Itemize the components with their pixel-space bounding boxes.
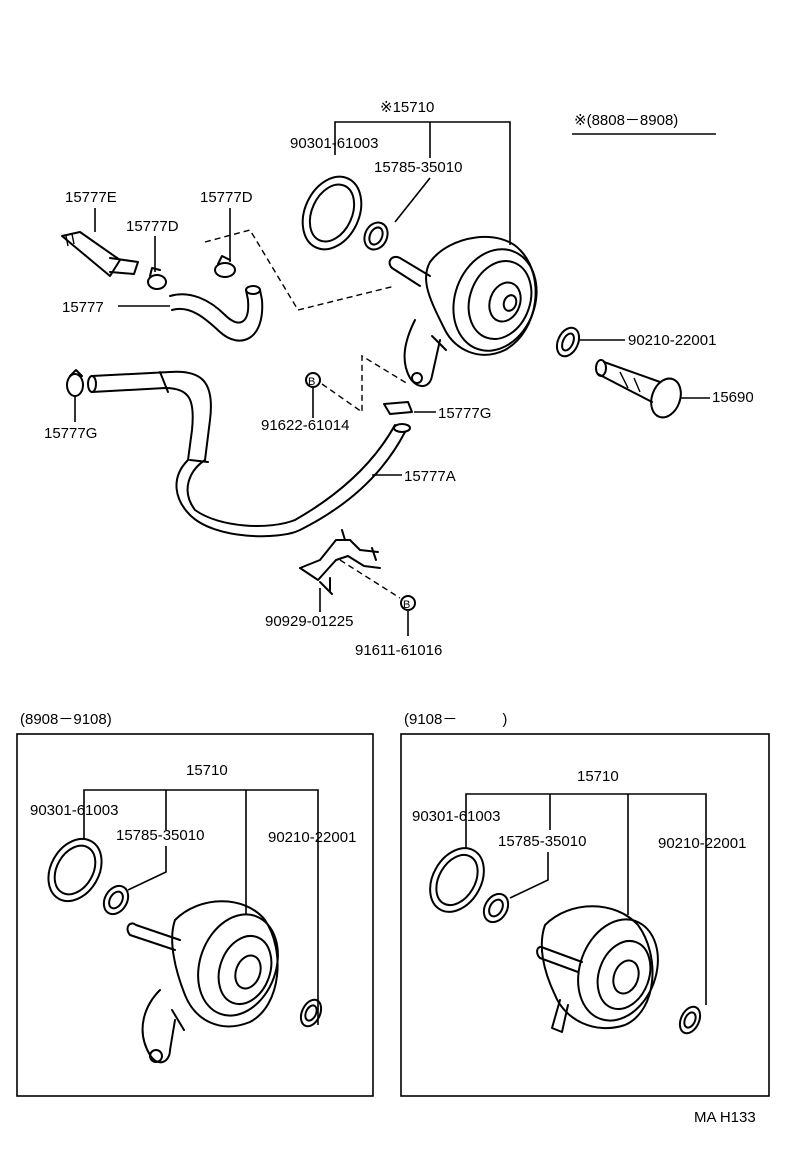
panel-left-gasket: 90301-61003 [30, 802, 118, 819]
bracket-to-b-dash [339, 559, 401, 599]
panel-left-bracket [83, 789, 319, 1025]
label-clamp-left: 15777G [44, 425, 97, 442]
panel-right: (9108－ ) 15710 90301-61003 15785-35010 9… [400, 711, 770, 1097]
panel-right-gasket: 90301-61003 [412, 808, 500, 825]
long-hose [87, 370, 411, 538]
gasket-ring-right [555, 326, 581, 358]
oil-cooler-body [388, 236, 538, 387]
label-plug: 15777E [65, 189, 117, 206]
label-bolt-b-bottom: 91611-61016 [355, 642, 442, 659]
panel-right-oring: 15785-35010 [498, 833, 586, 850]
label-bracket: 90929-01225 [265, 613, 353, 630]
top-assembly: ※(8808－8908) ※15710 90301-61003 15785-35… [44, 99, 754, 659]
svg-text:B: B [403, 599, 410, 611]
b-marker-bottom: B [400, 595, 416, 611]
panel-left-range: (8908－9108) [20, 711, 112, 728]
clamp-right [383, 401, 413, 415]
panel-right-cooler [536, 905, 659, 1033]
panel-left-assembly: 15710 [186, 762, 228, 779]
panel-left-gasket-small [299, 998, 323, 1028]
panel-right-bracket [465, 793, 707, 1005]
label-clamp-right: 15777G [438, 405, 491, 422]
panel-right-assembly: 15710 [577, 768, 619, 785]
short-hose [169, 285, 264, 342]
label-union-bolt: 15690 [712, 389, 754, 406]
plug-fitting [61, 231, 139, 277]
diagram-code: MA H133 [694, 1109, 756, 1126]
label-oring: 15785-35010 [374, 159, 462, 176]
label-clamp-b: 15777D [200, 189, 253, 206]
b-top-dash [321, 354, 409, 414]
model-range-note: ※(8808－8908) [574, 112, 678, 129]
oring-small [363, 221, 389, 251]
b-marker-top: B [305, 372, 321, 388]
panel-right-gasket-right: 90210-22001 [658, 835, 746, 852]
panel-left-oring-leader [127, 846, 167, 891]
clamp-b-to-cooler-dash [204, 229, 396, 311]
gasket-ring-large [301, 175, 363, 251]
label-bolt-b-top: 91622-61014 [261, 417, 349, 434]
clamp-b [214, 255, 236, 278]
panel-right-gasket-ring [429, 847, 485, 913]
panel-left-cooler [126, 900, 279, 1064]
panel-left-frame [16, 733, 374, 1097]
oring-leader [394, 177, 431, 223]
panel-left-oring-ring [102, 884, 130, 916]
oil-cooler-assembly-label: ※15710 [380, 99, 434, 116]
panel-left-gasket-ring [47, 838, 103, 902]
mounting-bracket [299, 529, 381, 595]
panel-right-range: (9108－ ) [404, 711, 507, 728]
clamp-left [66, 369, 84, 397]
label-hose: 15777 [62, 299, 104, 316]
panel-right-frame [400, 733, 770, 1097]
label-clamp-a: 15777D [126, 218, 179, 235]
assembly-leader-bracket [334, 121, 511, 245]
label-gasket: 90301-61003 [290, 135, 378, 152]
panel-left-oring: 15785-35010 [116, 827, 204, 844]
panel-left: (8908－9108) 15710 90301-61003 15785-3501… [16, 711, 374, 1097]
panel-right-oring-leader [509, 852, 549, 899]
clamp-a [147, 267, 167, 290]
union-bolt [595, 359, 682, 419]
label-hose-a: 15777A [404, 468, 456, 485]
panel-left-gasket-right: 90210-22001 [268, 829, 356, 846]
label-gasket-right: 90210-22001 [628, 332, 716, 349]
svg-text:B: B [308, 376, 315, 388]
panel-right-oring-ring [482, 892, 510, 924]
panel-right-gasket-small [678, 1005, 702, 1035]
